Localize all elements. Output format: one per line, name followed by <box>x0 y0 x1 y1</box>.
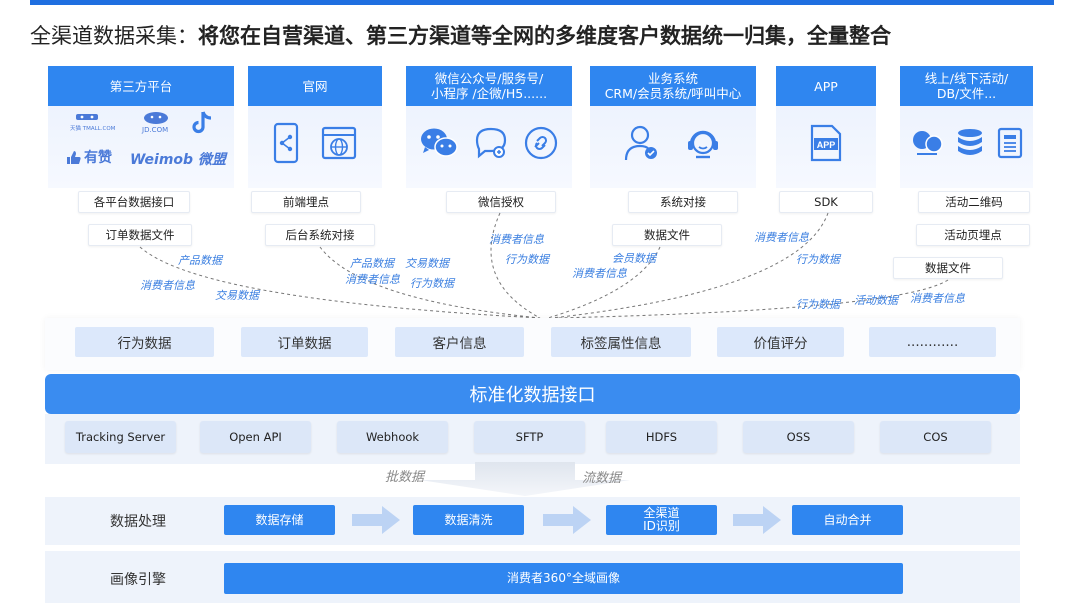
title-prefix: 全渠道数据采集： <box>30 24 198 48</box>
activity-icons <box>900 110 1033 180</box>
chip-sdk: SDK <box>779 191 873 213</box>
step-storage: 数据存储 <box>224 505 335 535</box>
category-customer: 客户信息 <box>395 327 524 357</box>
youzan-logo-icon: 有赞 <box>66 148 112 166</box>
chip-activity-tracking: 活动页埋点 <box>916 224 1030 246</box>
douyin-logo-icon <box>190 110 214 136</box>
flow-label: 交易数据 <box>215 289 259 302</box>
svg-text:APP: APP <box>817 140 836 150</box>
consumer-360-bar: 消费者360°全域画像 <box>224 563 903 594</box>
wechat-icons <box>406 110 572 180</box>
database-icon <box>955 127 985 163</box>
flow-label: 消费者信息 <box>140 279 195 292</box>
category-more: ............ <box>869 327 996 357</box>
chip-wechat-auth: 微信授权 <box>446 191 556 213</box>
jd-logo-icon: JD.COM <box>136 110 176 134</box>
chip-activity-data-file: 数据文件 <box>893 257 1003 279</box>
user-check-icon <box>624 124 660 166</box>
step-cleaning: 数据清洗 <box>413 505 524 535</box>
category-behavior: 行为数据 <box>75 327 214 357</box>
flow-label: 消费者信息 <box>754 231 809 244</box>
source-head-third-party: 第三方平台 <box>48 66 234 106</box>
category-value-score: 价值评分 <box>717 327 844 357</box>
document-icon <box>997 127 1023 163</box>
processing-label: 数据处理 <box>110 514 166 530</box>
flow-label: 产品数据 <box>350 257 394 270</box>
weimob-logo-icon: Weimob 微盟 <box>130 152 226 168</box>
standard-api-bar: 标准化数据接口 <box>45 374 1020 414</box>
protocol-oss: OSS <box>743 421 854 453</box>
chip-order-file: 订单数据文件 <box>88 224 192 246</box>
category-order: 订单数据 <box>241 327 368 357</box>
protocol-sftp: SFTP <box>474 421 585 453</box>
chip-platform-api: 各平台数据接口 <box>78 191 190 213</box>
flow-label: 消费者信息 <box>572 267 627 280</box>
batch-data-label: 批数据 <box>385 470 425 485</box>
profile-label: 画像引擎 <box>110 572 166 588</box>
chip-data-file: 数据文件 <box>612 224 722 246</box>
flow-label: 活动数据 <box>854 294 898 307</box>
flow-label: 交易数据 <box>405 257 449 270</box>
process-arrow-icon <box>733 506 781 534</box>
flow-label: 产品数据 <box>178 254 222 267</box>
app-file-icon: APP <box>810 124 842 166</box>
wechat-icon <box>419 126 459 164</box>
top-accent-bar <box>30 0 1054 5</box>
share-phone-icon <box>273 122 299 168</box>
protocol-open-api: Open API <box>200 421 311 453</box>
flow-label: 行为数据 <box>410 277 454 290</box>
website-icons <box>248 110 382 180</box>
process-arrow-icon <box>352 506 400 534</box>
flow-label: 行为数据 <box>796 253 840 266</box>
protocol-tracking-server: Tracking Server <box>65 421 176 453</box>
tmall-logo-icon: 天猫 TMALL.COM <box>70 112 115 134</box>
source-head-app: APP <box>776 66 876 106</box>
flow-label: 消费者信息 <box>345 273 400 286</box>
source-head-website: 官网 <box>248 66 382 106</box>
protocol-hdfs: HDFS <box>606 421 717 453</box>
link-icon <box>523 125 559 165</box>
stream-data-label: 流数据 <box>582 471 622 486</box>
source-head-wechat: 微信公众号/服务号/小程序 /企微/H5...... <box>406 66 572 106</box>
flow-label: 行为数据 <box>796 298 840 311</box>
mini-program-icon <box>473 126 509 164</box>
flow-label: 行为数据 <box>505 253 549 266</box>
flow-lines <box>139 212 949 319</box>
protocol-webhook: Webhook <box>337 421 448 453</box>
flow-label: 会员数据 <box>612 252 656 265</box>
people-icon <box>911 128 943 162</box>
flow-label: 消费者信息 <box>910 292 965 305</box>
headset-icon <box>684 124 722 166</box>
page-title: 全渠道数据采集：将您在自营渠道、第三方渠道等全网的多维度客户数据统一归集，全量整… <box>30 20 891 50</box>
app-icons: APP <box>776 110 876 180</box>
step-auto-merge: 自动合并 <box>792 505 903 535</box>
chip-backend-integration: 后台系统对接 <box>265 224 375 246</box>
chip-activity-qrcode: 活动二维码 <box>918 191 1030 213</box>
chip-frontend-tracking: 前端埋点 <box>251 191 361 213</box>
flow-label: 消费者信息 <box>489 233 544 246</box>
third-party-logos: 天猫 TMALL.COM JD.COM 有赞 Weimob 微盟 <box>56 110 226 172</box>
category-tags: 标签属性信息 <box>551 327 691 357</box>
chip-system-integration: 系统对接 <box>628 191 738 213</box>
ingest-down-arrow-icon <box>420 462 630 496</box>
protocol-cos: COS <box>880 421 991 453</box>
process-arrow-icon <box>543 506 591 534</box>
browser-globe-icon <box>321 126 357 164</box>
business-icons <box>590 110 756 180</box>
source-head-activities: 线上/线下活动/DB/文件... <box>900 66 1033 106</box>
title-main: 将您在自营渠道、第三方渠道等全网的多维度客户数据统一归集，全量整合 <box>198 24 891 48</box>
